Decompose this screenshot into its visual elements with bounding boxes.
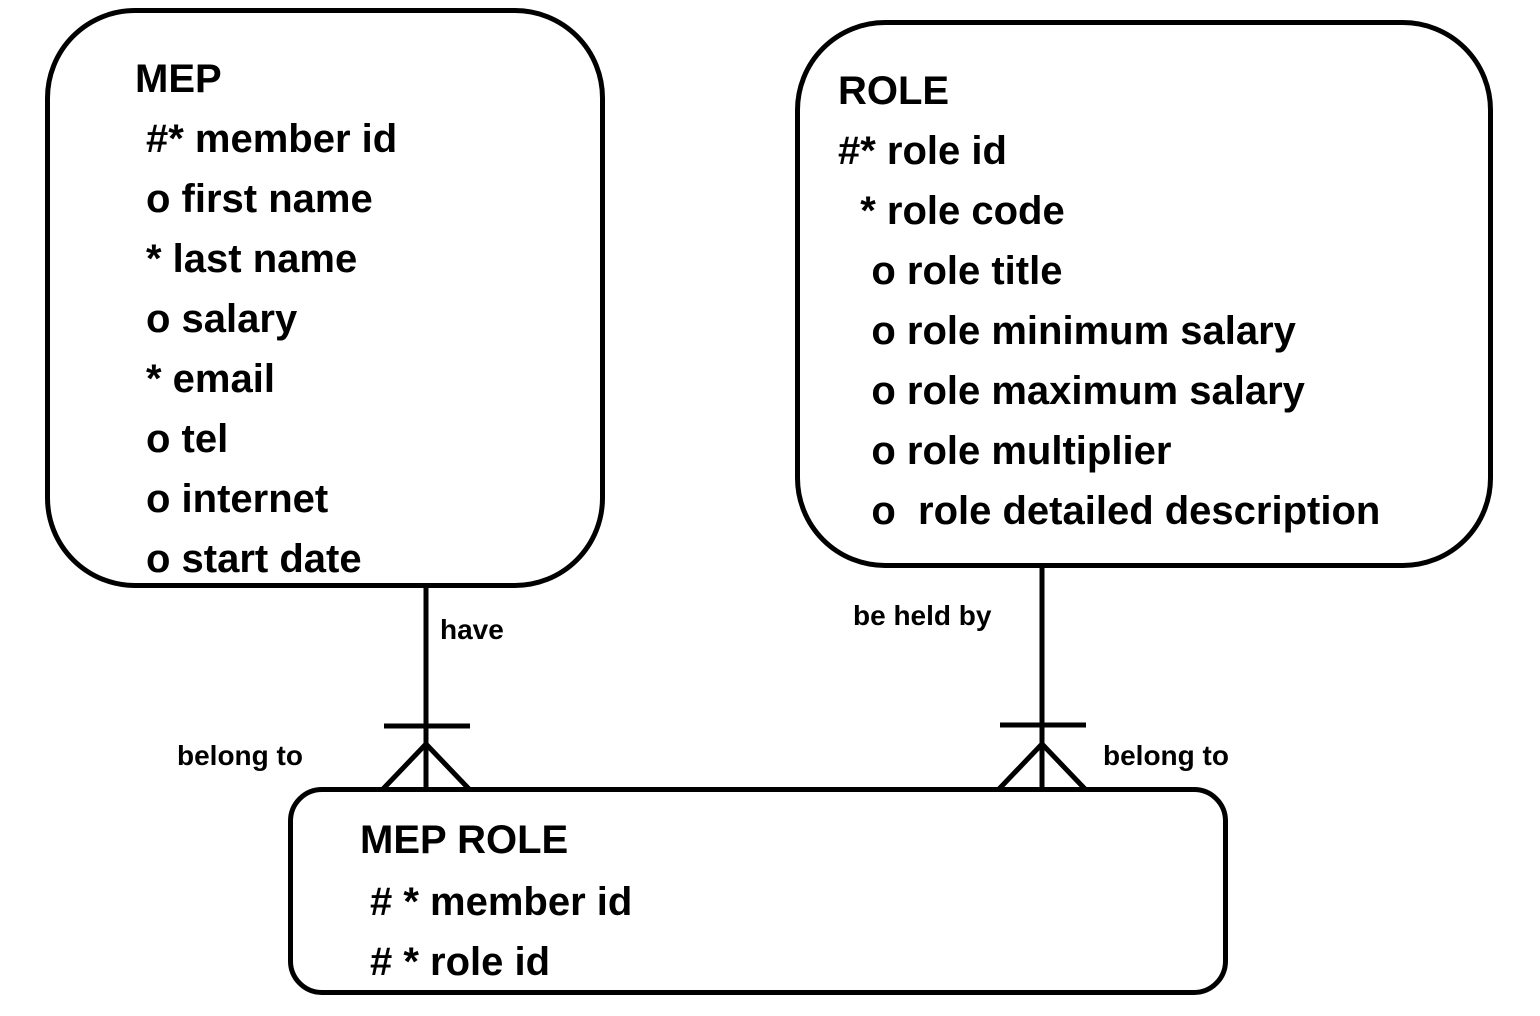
mep-attribute-start-date: o start date [146,537,362,581]
role-attribute-multiplier: o role multiplier [838,429,1172,473]
mep-attribute-last-name: * last name [146,237,358,281]
mep-role-attribute-list: # * member id # * role id [370,872,632,992]
role-attribute-role-title: o role title [838,249,1063,293]
mep-role-attribute-member-id: # * member id [370,880,633,924]
role-entity-box: ROLE #* role id * role code o role title… [795,20,1493,568]
mep-attribute-list: #* member id o first name * last name o … [146,109,397,589]
mep-crowfoot-left [381,742,428,791]
role-attribute-role-code: * role code [838,189,1065,233]
mep-attribute-member-id: #* member id [146,117,398,161]
mep-role-entity-title: MEP ROLE [360,818,569,862]
relationship-label-belong-to-mep: belong to [177,740,303,771]
role-attribute-max-salary: o role maximum salary [838,369,1305,413]
role-attribute-list: #* role id * role code o role title o ro… [838,121,1380,541]
mep-attribute-email: * email [146,357,275,401]
relationship-label-be-held-by: be held by [853,600,992,631]
mep-role-entity-box: MEP ROLE # * member id # * role id [288,787,1228,995]
role-crowfoot-left [997,742,1044,791]
mep-crowfoot-right [424,742,471,791]
role-crowfoot-right [1040,742,1087,791]
role-attribute-role-id: #* role id [838,129,1007,173]
mep-to-mep-role-connector [381,588,471,791]
relationship-label-have: have [440,614,504,645]
role-attribute-min-salary: o role minimum salary [838,309,1296,353]
relationship-label-belong-to-role: belong to [1103,740,1229,771]
mep-attribute-tel: o tel [146,417,229,461]
role-attribute-description: o role detailed description [838,489,1381,533]
mep-attribute-internet: o internet [146,477,329,521]
mep-role-attribute-role-id: # * role id [370,940,551,984]
mep-attribute-salary: o salary [146,297,298,341]
mep-entity-box: MEP #* member id o first name * last nam… [45,8,605,588]
role-entity-title: ROLE [838,69,950,113]
mep-entity-title: MEP [135,57,222,101]
role-to-mep-role-connector [997,568,1087,791]
mep-attribute-first-name: o first name [146,177,373,221]
